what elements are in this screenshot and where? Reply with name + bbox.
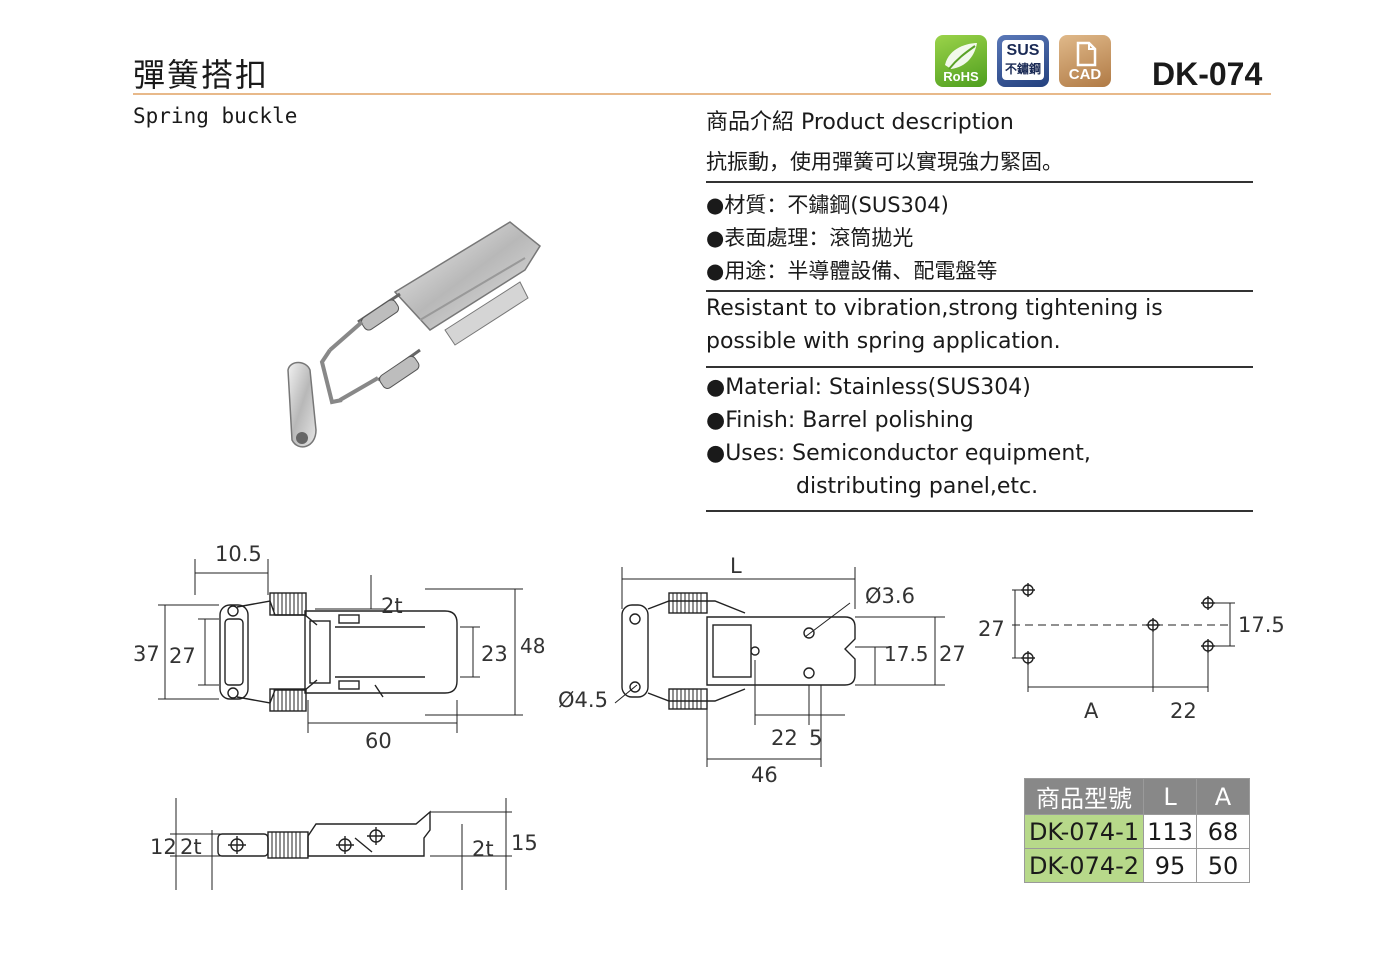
table-cell-model: DK-074-1 — [1024, 814, 1144, 849]
table-row: DK-074-2 95 50 — [1024, 848, 1250, 883]
dim-label: 17.5 — [1238, 613, 1285, 637]
header-divider — [133, 93, 1271, 95]
sus-label: SUS — [1006, 42, 1040, 59]
page-title-en: Spring buckle — [133, 104, 298, 128]
dim-label: 2t — [180, 835, 202, 859]
table-cell-model: DK-074-2 — [1024, 848, 1144, 883]
table-header: A — [1196, 778, 1250, 815]
description-intro-en-1: Resistant to vibration,strong tightening… — [706, 296, 1163, 321]
dim-label: 27 — [978, 617, 1005, 641]
divider — [706, 290, 1253, 292]
dim-label: 10.5 — [215, 542, 262, 566]
table-row: DK-074-1 113 68 — [1024, 814, 1250, 849]
dim-label: 2t — [381, 594, 403, 618]
description-intro-zh: 抗振動，使用彈簧可以實現強力緊固。 — [706, 150, 1063, 174]
dim-label: 48.5 — [520, 634, 545, 658]
dim-label: 27 — [939, 642, 966, 666]
dim-label: 27 — [169, 644, 196, 668]
spec-finish-en: ●Finish: Barrel polishing — [706, 408, 974, 433]
dim-label: 5 — [809, 726, 822, 750]
side-view-drawing: 12 2t 2t 15 — [150, 798, 538, 890]
divider — [706, 510, 1253, 512]
rohs-label: RoHS — [943, 69, 979, 84]
dim-label: 46 — [751, 763, 778, 787]
front-view-drawing: 10.5 2t 37 27 23 48.5 60 — [133, 542, 545, 753]
cad-file-icon: CAD — [1059, 35, 1111, 87]
hole-pattern-drawing: 27 17.5 A 22 — [978, 583, 1285, 723]
spec-material-zh: ●材質：不鏽鋼(SUS304) — [706, 193, 949, 217]
sus-sublabel: 不鏽鋼 — [1004, 62, 1041, 76]
page-title-zh: 彈簧搭扣 — [133, 56, 270, 94]
table-cell-l: 95 — [1143, 848, 1197, 883]
dim-label: 17.5 — [884, 642, 929, 666]
spec-uses-en: ●Uses: Semiconductor equipment, — [706, 441, 1091, 466]
dim-label: 60 — [365, 729, 392, 753]
table-header-row: 商品型號 L A — [1024, 778, 1250, 815]
sus-icon: SUS 不鏽鋼 — [997, 35, 1049, 87]
table-cell-a: 68 — [1196, 814, 1250, 849]
table-cell-a: 50 — [1196, 848, 1250, 883]
spec-finish-zh: ●表面處理：滾筒拋光 — [706, 226, 914, 250]
spec-material-en: ●Material: Stainless(SUS304) — [706, 375, 1031, 400]
dim-label: 15 — [511, 831, 538, 855]
dim-label: 23 — [481, 642, 508, 666]
model-number: DK-074 — [1152, 56, 1263, 92]
spec-table: 商品型號 L A DK-074-1 113 68 DK-074-2 95 50 — [1024, 778, 1250, 883]
dim-label: Ø4.5 — [558, 688, 608, 712]
cad-label: CAD — [1068, 66, 1102, 83]
dim-label: 12 — [150, 835, 177, 859]
rohs-leaf-icon: RoHS — [935, 35, 987, 87]
spec-uses-en-cont: distributing panel,etc. — [796, 474, 1039, 499]
dim-label: 22 — [771, 726, 798, 750]
dim-label: 37 — [133, 642, 160, 666]
divider — [706, 181, 1253, 183]
description-heading: 商品介紹 Product description — [706, 110, 1014, 135]
dim-label: 2t — [472, 837, 494, 861]
dim-label: L — [730, 554, 742, 578]
table-header: 商品型號 — [1024, 778, 1144, 815]
product-photo — [287, 221, 541, 448]
dim-label: 22 — [1170, 699, 1197, 723]
table-header: L — [1143, 778, 1197, 815]
dim-label: Ø3.6 — [865, 584, 915, 608]
divider — [706, 366, 1253, 368]
mounting-view-drawing: L Ø3.6 Ø4.5 17.5 27 22 5 46 — [558, 554, 966, 787]
description-intro-en-2: possible with spring application. — [706, 329, 1061, 354]
dim-label: A — [1084, 699, 1099, 723]
table-cell-l: 113 — [1143, 814, 1197, 849]
spec-uses-zh: ●用途：半導體設備、配電盤等 — [706, 259, 998, 283]
